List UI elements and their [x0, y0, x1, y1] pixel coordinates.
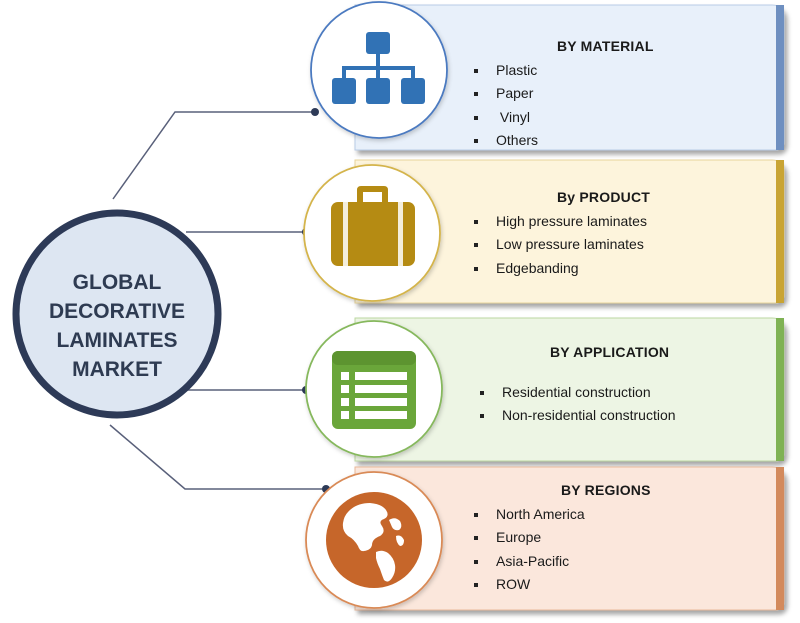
- form-list-icon: [332, 351, 416, 429]
- globe-icon: [326, 492, 422, 588]
- briefcase-icon: [331, 186, 415, 266]
- segment-accent-bar: [776, 5, 784, 150]
- list-item: Paper: [474, 82, 538, 105]
- list-item: North America: [474, 503, 585, 526]
- list-item: Edgebanding: [474, 257, 647, 280]
- list-item: High pressure laminates: [474, 210, 647, 233]
- segment-accent-bar: [776, 467, 784, 610]
- list-item: Vinyl: [474, 106, 538, 129]
- hub-circle: [12, 209, 222, 419]
- connector-regions: [109, 424, 326, 490]
- segment-card-application: [354, 317, 785, 462]
- hub-title: GLOBAL DECORATIVE LAMINATES MARKET: [22, 268, 212, 384]
- connector-material: [112, 111, 315, 200]
- segment-list-material: Plastic Paper Vinyl Others: [474, 59, 538, 153]
- segment-list-application: Residential construction Non-residential…: [480, 381, 676, 428]
- list-item: Non-residential construction: [480, 404, 676, 427]
- segment-title-application: BY APPLICATION: [550, 344, 670, 360]
- segment-accent-bar: [776, 160, 784, 303]
- segment-card-product: [354, 159, 785, 304]
- list-item: ROW: [474, 573, 585, 596]
- segment-card-regions: [354, 466, 785, 611]
- list-item: Asia-Pacific: [474, 550, 585, 573]
- hub-title-line: MARKET: [72, 358, 162, 381]
- hub-title-line: GLOBAL: [72, 271, 162, 294]
- hierarchy-icon: [332, 32, 425, 104]
- connector-lines: [109, 111, 326, 490]
- list-item: Low pressure laminates: [474, 233, 647, 256]
- list-item: Others: [474, 129, 538, 152]
- list-item: Plastic: [474, 59, 538, 82]
- segment-title-regions: BY REGIONS: [561, 482, 651, 498]
- hub-title-line: LAMINATES: [56, 329, 178, 352]
- hub-title-line: DECORATIVE: [48, 300, 186, 323]
- segment-title-material: BY MATERIAL: [557, 38, 654, 54]
- segment-title-product: By PRODUCT: [557, 189, 651, 205]
- segment-card-material: [354, 4, 785, 151]
- segment-list-regions: North America Europe Asia-Pacific ROW: [474, 503, 585, 597]
- list-item: Residential construction: [480, 381, 676, 404]
- segment-list-product: High pressure laminates Low pressure lam…: [474, 210, 647, 280]
- list-item: Europe: [474, 526, 585, 549]
- segment-accent-bar: [776, 318, 784, 461]
